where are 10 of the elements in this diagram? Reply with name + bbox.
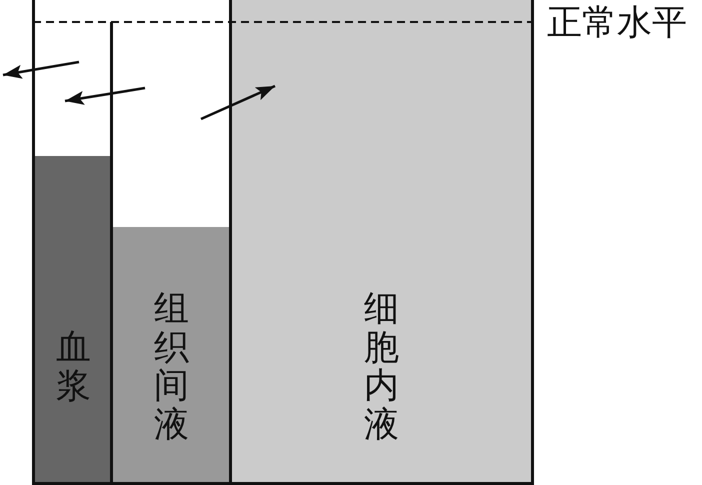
fluid-column [110,22,230,485]
arrow [64,86,146,105]
arrow [2,60,80,79]
column-label: 血浆 [56,328,91,406]
column-label: 组织间液 [154,290,189,444]
column-label: 细胞内液 [364,290,399,444]
fluid-column [229,0,534,485]
level-label: 正常水平 [547,4,687,42]
fluid-column [32,0,112,485]
arrow [200,84,276,120]
